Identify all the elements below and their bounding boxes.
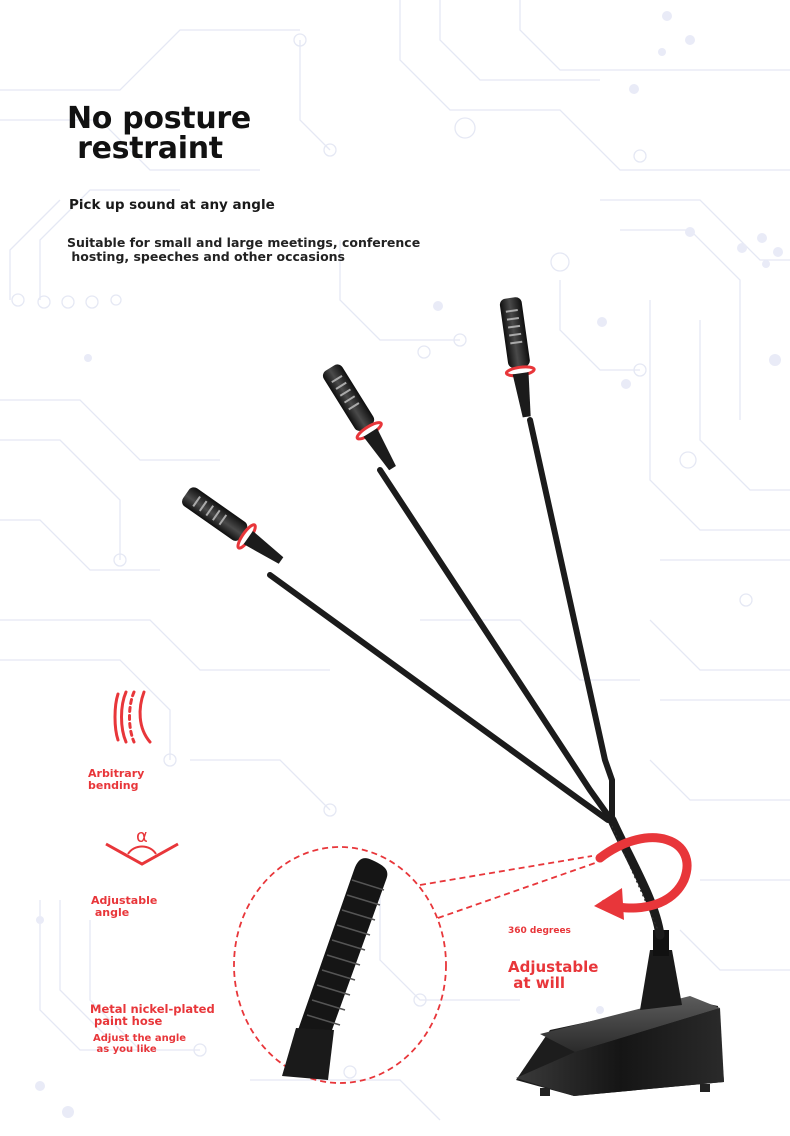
rotation-degrees-label: 360 degrees	[508, 926, 571, 936]
feature-hose-label: Metal nickel-plated paint hose	[90, 1002, 215, 1028]
feature-angle-label: Adjustable angle	[91, 895, 157, 918]
bending-line2: bending	[88, 778, 139, 792]
page-subtitle: Pick up sound at any angle	[69, 197, 275, 213]
adjust-line2: as you like	[93, 1043, 157, 1055]
page-title-line2: restraint	[67, 131, 223, 166]
page-title: No posture restraint	[67, 104, 251, 164]
rotate-360-arrow-icon	[594, 833, 692, 920]
hose-zoom-callout	[233, 846, 599, 1084]
mic-head-vertical-icon	[499, 297, 536, 418]
rotation-line2: at will	[508, 974, 566, 992]
base-unit-icon	[516, 930, 724, 1096]
angle-line1: Adjustable	[91, 894, 158, 907]
page-description: Suitable for small and large meetings, c…	[67, 236, 420, 264]
angle-alpha-icon	[105, 842, 179, 866]
mic-head-diagonal-icon	[322, 364, 396, 471]
rotation-line1: Adjustable	[508, 958, 599, 976]
alpha-symbol: α	[136, 826, 148, 847]
feature-adjust-label: Adjust the angle as you like	[93, 1033, 187, 1055]
flex-bend-icon	[113, 690, 152, 744]
mic-head-angled-icon	[182, 487, 284, 564]
hose-line1: Metal nickel-plated	[90, 1002, 215, 1016]
zoomed-hose-icon	[282, 858, 388, 1080]
description-line2: hosting, speeches and other occasions	[67, 249, 345, 264]
feature-bending-label: Arbitrary bending	[88, 768, 144, 791]
rotation-adjustable-label: Adjustable at will	[508, 959, 598, 991]
page-title-line1: No posture	[67, 101, 251, 136]
angle-line2: angle	[91, 905, 130, 919]
hose-line2: paint hose	[90, 1013, 163, 1028]
description-line1: Suitable for small and large meetings, c…	[67, 235, 421, 250]
adjust-line1: Adjust the angle	[93, 1033, 187, 1044]
bending-line1: Arbitrary	[88, 767, 145, 780]
